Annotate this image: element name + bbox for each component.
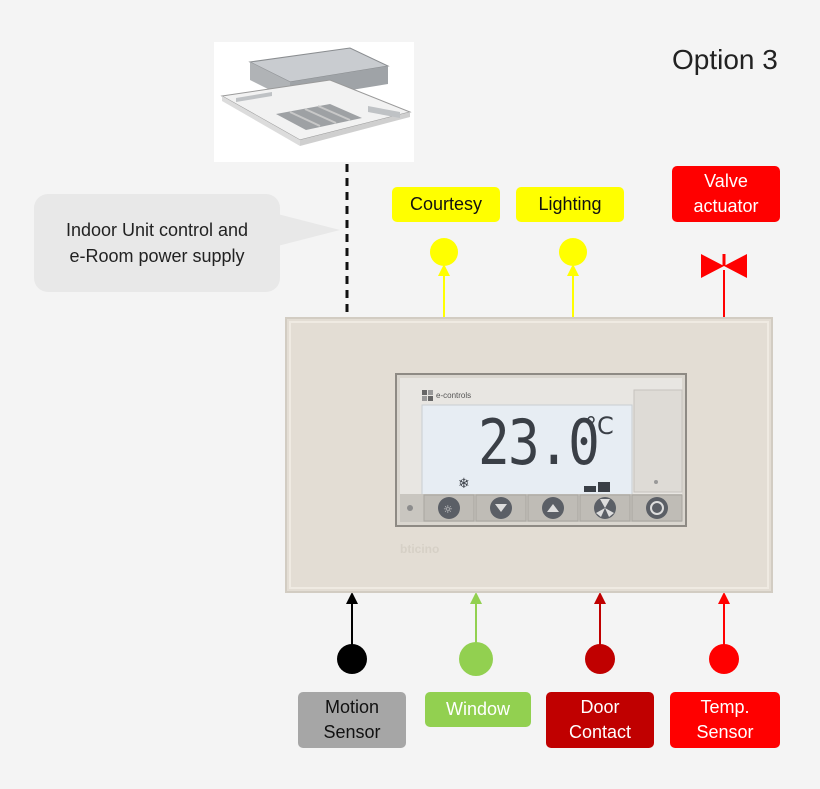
brand-label: e-controls: [436, 391, 472, 400]
temperature-readout: 23.0: [478, 406, 600, 479]
fan-button[interactable]: [594, 497, 616, 519]
power-supply-callout: Indoor Unit control and e-Room power sup…: [34, 194, 280, 292]
mode-button[interactable]: ☼: [438, 497, 460, 519]
snowflake-icon: ❄: [458, 476, 470, 492]
svg-text:☼: ☼: [443, 503, 453, 516]
callout-pointer: [262, 210, 340, 250]
fan-icon: [596, 499, 614, 517]
window-label: Window: [425, 692, 531, 727]
courtesy-connector: [430, 238, 458, 318]
down-icon: [495, 504, 507, 512]
temp-connector: [709, 592, 739, 674]
power-button[interactable]: [646, 497, 668, 519]
temperature-unit: °C: [585, 412, 614, 440]
up-icon: [547, 504, 559, 512]
up-button[interactable]: [542, 497, 564, 519]
power-icon: [650, 501, 664, 515]
maker-logo: bticino: [400, 542, 440, 556]
temp-sensor-label: Temp. Sensor: [670, 692, 780, 748]
door-contact-label: Door Contact: [546, 692, 654, 748]
valve-actuator-label: Valve actuator: [672, 166, 780, 222]
lighting-label: Lighting: [516, 187, 624, 222]
door-connector: [585, 592, 615, 674]
window-connector: [459, 592, 493, 676]
motion-connector: [337, 592, 367, 674]
valve-connector: [701, 254, 747, 318]
thermostat-device: ❄: [285, 317, 773, 593]
motion-sensor-label: Motion Sensor: [298, 692, 406, 748]
air-conditioner-unit-icon: [214, 42, 414, 162]
option-title: Option 3: [672, 44, 778, 75]
courtesy-label: Courtesy: [392, 187, 500, 222]
lighting-connector: [559, 238, 587, 318]
down-button[interactable]: [490, 497, 512, 519]
